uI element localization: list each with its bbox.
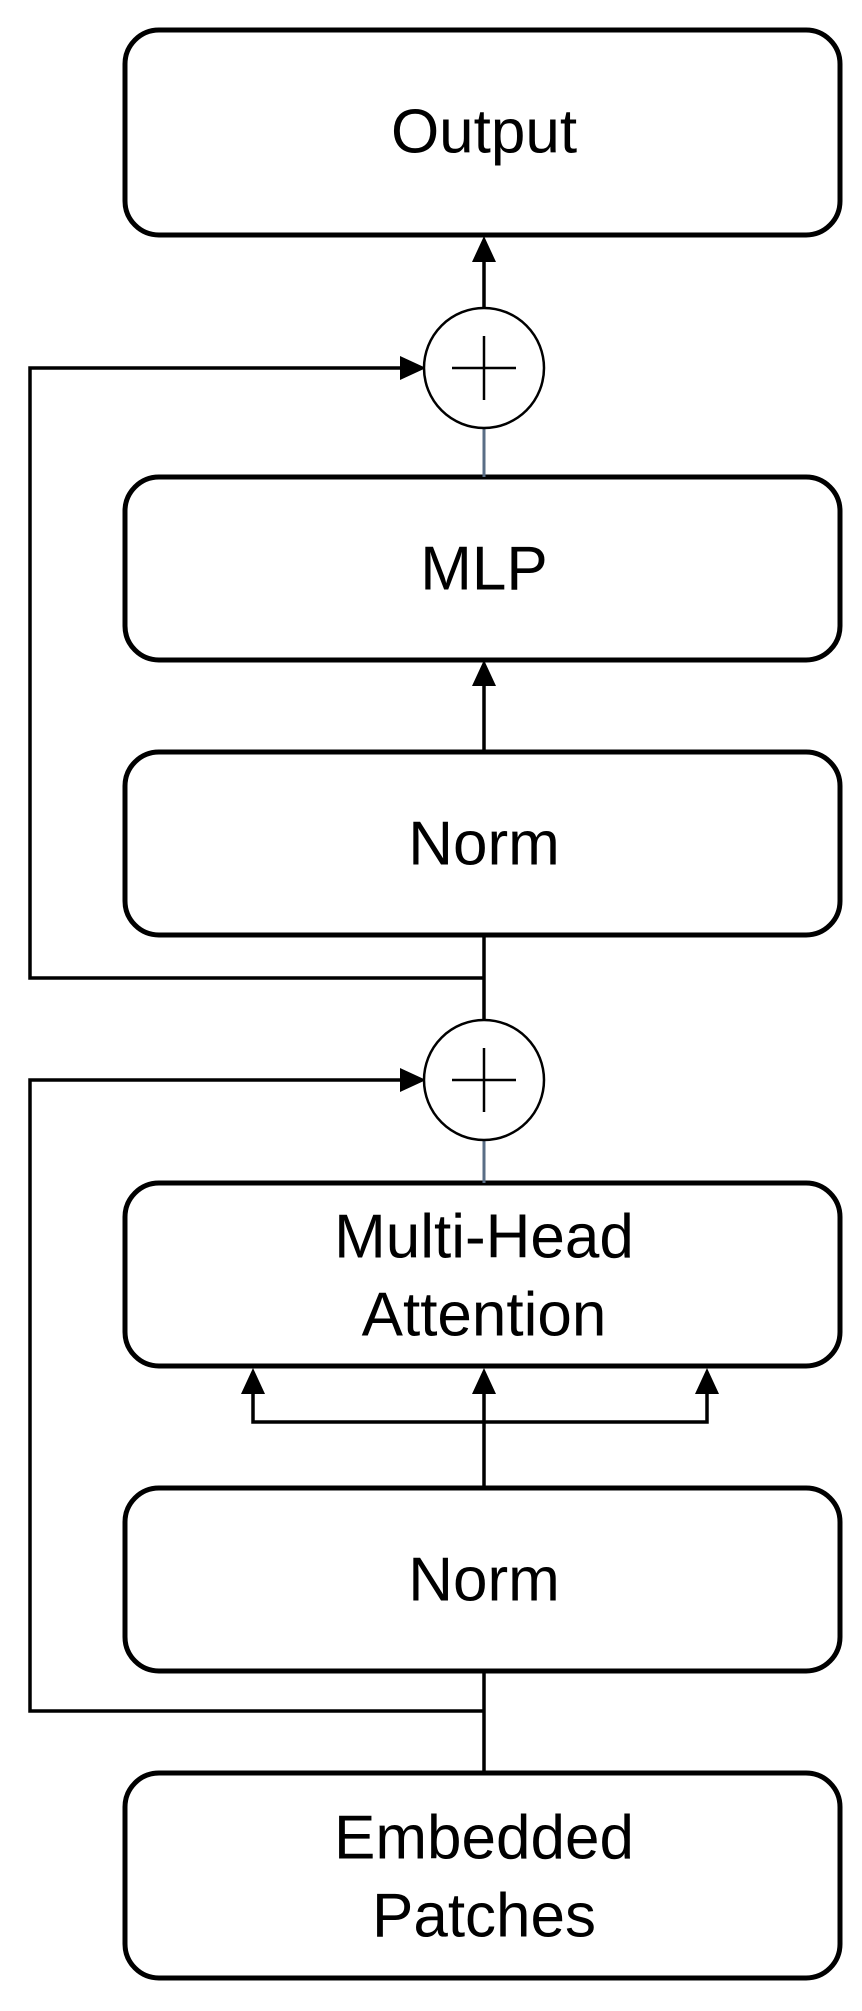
norm-lower-block: Norm [122,1485,843,1674]
embedded-label-line2: Patches [372,1882,596,1951]
mlp-label: MLP [420,535,547,604]
arrowhead-icon [472,1368,496,1394]
embedded-patches-block: Embedded Patches [122,1770,843,1981]
attention-label-line2: Attention [362,1281,607,1350]
add-node-upper [422,306,546,430]
output-label: Output [391,98,577,167]
residual-connector-upper [28,366,484,980]
norm-upper-block: Norm [122,749,843,938]
output-block: Output [122,27,843,238]
arrowhead-icon [472,660,496,686]
arrowhead-icon [241,1368,265,1394]
norm-upper-label: Norm [408,810,560,879]
embedded-label-line1: Embedded [334,1804,634,1873]
attention-label-line1: Multi-Head [334,1203,634,1272]
mlp-block: MLP [122,474,843,663]
norm-lower-label: Norm [408,1546,560,1615]
attention-block: Multi-Head Attention [122,1180,843,1369]
arrowhead-icon [400,356,426,380]
residual-connector-lower [28,1078,484,1713]
arrowhead-icon [400,1068,426,1092]
arrowhead-icon [695,1368,719,1394]
arrowhead-icon [472,236,496,262]
add-node-lower [422,1018,546,1142]
connector-norm-to-attention-left [251,1394,484,1424]
connector-norm-to-attention-right [484,1394,709,1424]
